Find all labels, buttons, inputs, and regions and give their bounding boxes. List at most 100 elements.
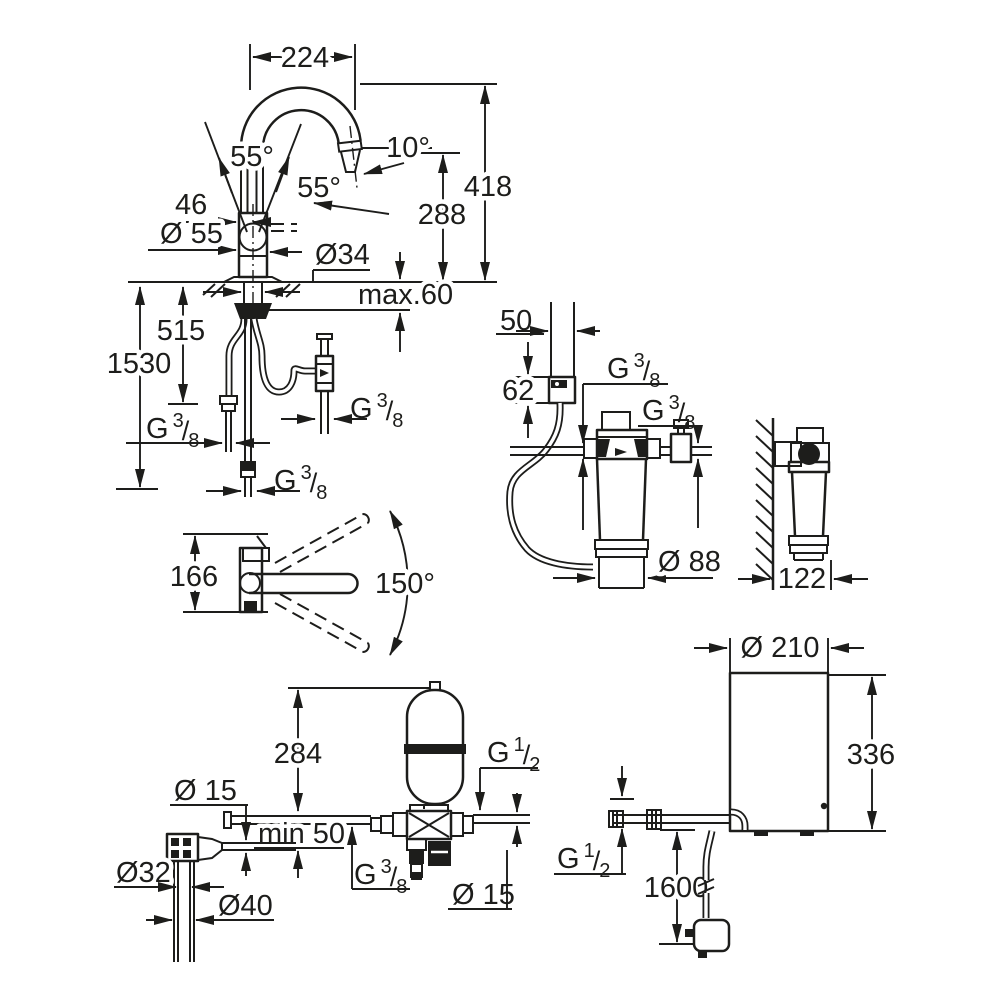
thread-numerator: 3: [301, 462, 312, 484]
svg-text:G3/8: G3/8: [607, 350, 660, 392]
thread-denominator: 8: [684, 412, 695, 434]
front-dimensions: 224 418 288 10° 55° 55° 46 Ø 55 Ø34: [102, 38, 516, 505]
thread-denominator: 8: [649, 370, 660, 392]
dim-hose-total: 1530: [107, 348, 172, 380]
thread-denominator: 2: [529, 754, 540, 776]
spout-inner-arc: [261, 108, 340, 149]
thread-numerator: 3: [634, 350, 645, 372]
dim-outlet-diameter: Ø 15: [452, 879, 515, 911]
thread-numerator: 3: [173, 410, 184, 432]
dim-drain-outer: Ø40: [218, 890, 273, 922]
dim-swivel-range: 150°: [375, 568, 435, 600]
spout-outlet-band: [336, 139, 363, 153]
thread-numerator: 1: [514, 734, 525, 756]
dim-min-clearance: min 50: [258, 818, 345, 850]
faucet-front-view: 224 418 288 10° 55° 55° 46 Ø 55 Ø34: [102, 38, 516, 505]
svg-text:G3/8: G3/8: [146, 410, 199, 452]
svg-text:G3/8: G3/8: [350, 390, 403, 432]
filter-cartridge: [595, 458, 602, 541]
dim-height-total: 418: [464, 171, 512, 203]
valve-outlet-right: [428, 841, 451, 866]
spout-mousseur: [340, 149, 361, 173]
svg-text:G3/8: G3/8: [274, 462, 327, 504]
dim-swivel-left: 55°: [230, 141, 274, 173]
wall-filter-view: 122: [738, 418, 868, 600]
dim-tank-height: 284: [274, 738, 322, 770]
spout-tilt-centerline: [349, 125, 358, 189]
dim-spout-reach: 224: [281, 42, 329, 74]
thread-prefix: G: [274, 465, 297, 497]
thread-slash: /: [678, 398, 686, 428]
thread-denominator: 8: [316, 482, 327, 504]
dim-box-height: 62: [502, 375, 534, 407]
filter-knob: [798, 443, 820, 465]
thread-slash: /: [182, 416, 190, 446]
swivel-arc: [389, 510, 409, 656]
thread-denominator: 8: [392, 410, 403, 432]
swivel-arm-upper: [274, 513, 364, 564]
dim-pipe-diameter: Ø 15: [174, 775, 237, 807]
dim-boiler-height: 336: [847, 739, 895, 771]
top-view-spout: [249, 572, 359, 595]
dim-body-height: 166: [170, 561, 218, 593]
dim-cartridge-diameter: Ø 88: [658, 546, 721, 578]
check-valve: [314, 354, 335, 393]
thread-slash: /: [386, 396, 394, 426]
svg-text:G1/2: G1/2: [557, 840, 610, 882]
thread-numerator: 1: [584, 840, 595, 862]
thread-numerator: 3: [381, 856, 392, 878]
faucet-top-view: 166 150°: [165, 510, 439, 656]
spout-outer-arc: [239, 86, 362, 149]
dim-height-outlet: 288: [418, 199, 466, 231]
dim-drain-inner: Ø32: [116, 857, 171, 889]
thread-denominator: 8: [396, 876, 407, 898]
svg-text:G1/2: G1/2: [487, 734, 540, 776]
thread-denominator: 2: [599, 860, 610, 882]
thread-slash: /: [643, 356, 651, 386]
thread-numerator: 3: [377, 390, 388, 412]
dim-hose-mid: 515: [157, 315, 205, 347]
escutcheon: [223, 276, 283, 283]
thread-slash: /: [390, 862, 398, 892]
swivel-arm-lower: [274, 602, 364, 653]
dim-lever-angle: 55°: [297, 172, 341, 204]
thread-prefix: G: [607, 353, 630, 385]
top-view-sensor: [244, 601, 257, 611]
dim-body-diameter: Ø 55: [160, 218, 223, 250]
dim-boiler-diameter: Ø 210: [741, 632, 820, 664]
thread-slash: /: [310, 468, 318, 498]
wall-filter-cartridge: [790, 471, 797, 537]
tank-band: [404, 744, 466, 754]
thread-prefix: G: [557, 843, 580, 875]
dim-wall-distance: 122: [778, 563, 826, 595]
mounting-nut: [234, 303, 272, 319]
dim-lever-offset: 46: [175, 189, 207, 221]
thread-slash: /: [593, 846, 601, 876]
thread-numerator: 3: [669, 392, 680, 414]
dim-deck-thickness: max.60: [358, 279, 453, 311]
thread-prefix: G: [146, 413, 169, 445]
drain-connector-view: Ø 15 Ø32 Ø40: [112, 771, 296, 962]
top-view-pivot: [239, 572, 261, 594]
thread-prefix: G: [642, 395, 665, 427]
thread-prefix: G: [354, 859, 377, 891]
dim-cable-length: 1600: [644, 872, 709, 904]
dim-spout-tilt: 10°: [386, 132, 430, 164]
thread-denominator: 8: [188, 430, 199, 452]
boiler-body: [728, 671, 830, 833]
svg-text:G3/8: G3/8: [642, 392, 695, 434]
